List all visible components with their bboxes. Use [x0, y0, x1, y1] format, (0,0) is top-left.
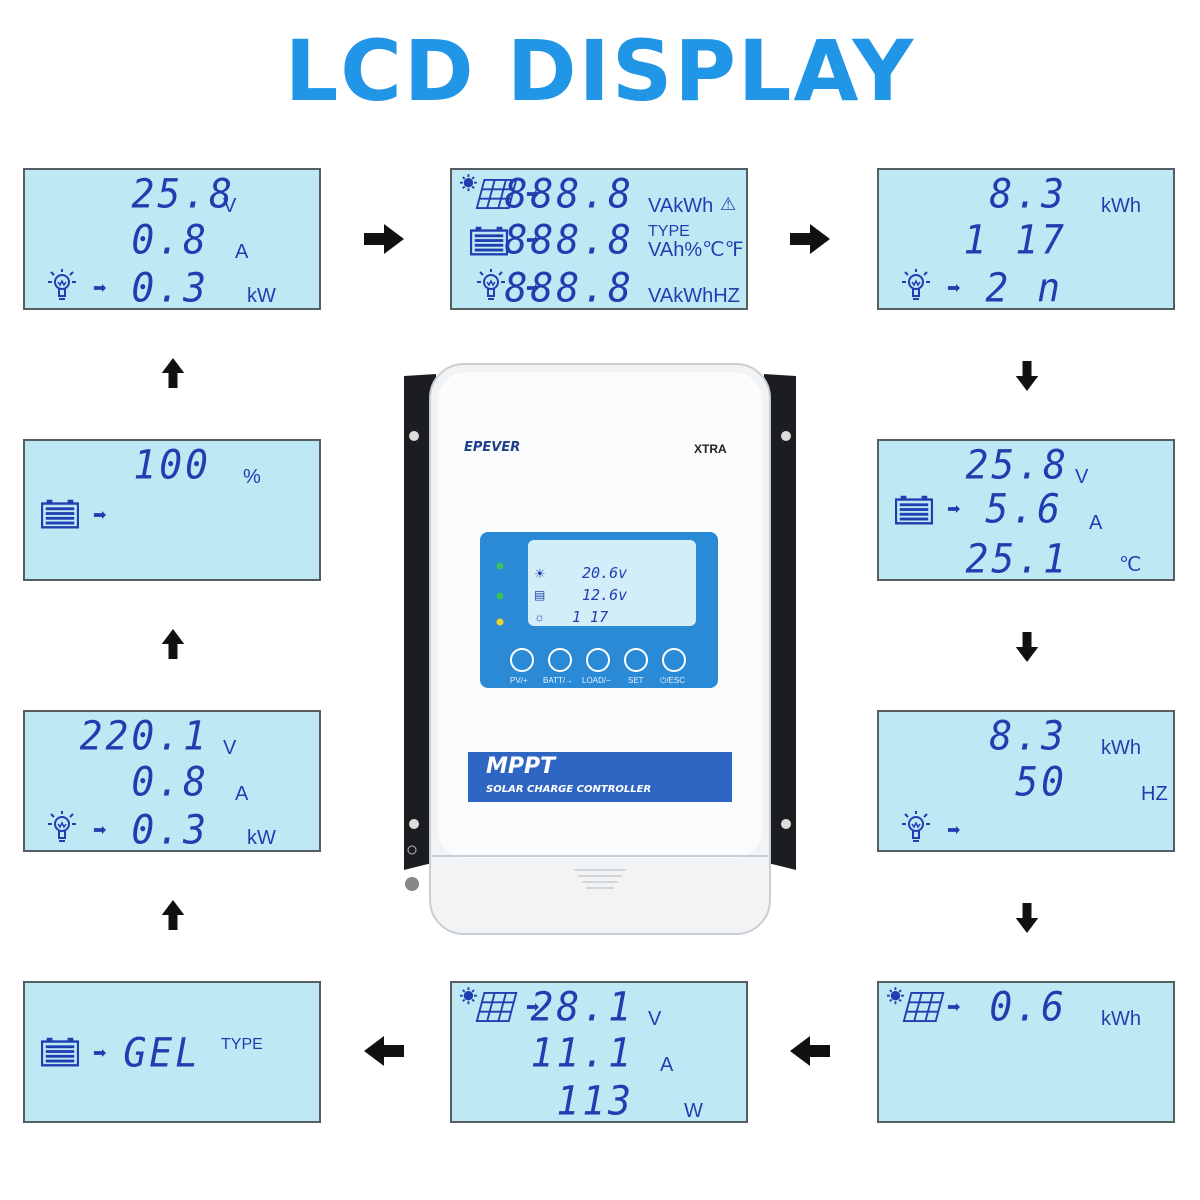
set-button[interactable]: SET — [628, 676, 644, 685]
warning-icon: ⚠ — [720, 194, 737, 214]
flow-arrow-down-icon — [1007, 361, 1047, 391]
flow-arrow-right-icon — [364, 224, 404, 254]
right-arrow-icon: ➡ — [526, 280, 540, 297]
mini-lcd-line-3: 1 17 — [572, 608, 609, 626]
flow-arrow-up-icon — [153, 358, 193, 388]
lcd-panel-all-segments: ➡ 888.8 VAkWh ⚠ ➡ 888.8 TYPE VAh%℃℉ ➡ 88… — [450, 168, 748, 311]
flow-arrow-left-icon — [364, 1036, 404, 1066]
bulb-icon — [45, 268, 79, 302]
battery-icon — [895, 495, 933, 525]
bulb-icon — [899, 268, 933, 302]
mini-lcd-line-1: 20.6v — [582, 564, 628, 582]
flow-arrow-down-icon — [1007, 632, 1047, 662]
flow-arrow-up-icon — [153, 900, 193, 930]
pv-plus-button[interactable]: PV/+ — [510, 676, 528, 685]
right-arrow-icon: ➡ — [93, 280, 107, 297]
right-arrow-icon: ➡ — [93, 1045, 107, 1062]
flow-arrow-down-icon — [1007, 903, 1047, 933]
solar-charge-controller-label: SOLAR CHARGE CONTROLLER — [486, 784, 652, 795]
flow-arrow-right-icon — [790, 224, 830, 254]
load-minus-button[interactable]: LOAD/− — [582, 676, 611, 685]
power-esc-button[interactable]: ⏻/ESC — [660, 676, 685, 685]
lcd-panel-battery-type: ➡ GEL TYPE — [23, 981, 321, 1123]
right-arrow-icon: ➡ — [526, 999, 540, 1016]
bulb-icon — [474, 268, 508, 302]
right-arrow-icon: ➡ — [947, 501, 961, 518]
battery-icon — [470, 226, 508, 256]
right-arrow-icon: ➡ — [93, 507, 107, 524]
right-arrow-icon: ➡ — [947, 999, 961, 1016]
device-housing — [404, 363, 796, 935]
batt-right-button[interactable]: BATT/→ — [543, 676, 574, 685]
model-label: XTRA — [694, 442, 727, 456]
battery-icon — [41, 499, 79, 529]
brand-logo: EPEVER — [464, 440, 521, 455]
lcd-panel-battery-soc: 100% ➡ — [23, 439, 321, 581]
charge-controller-device: EPEVER XTRA ☀ 20.6v ▤ 12.6v ☼ 1 17 PV/+ … — [402, 362, 798, 938]
battery-icon: ▤ — [534, 588, 546, 602]
right-arrow-icon: ➡ — [947, 822, 961, 839]
mini-lcd-line-2: 12.6v — [582, 586, 628, 604]
bulb-icon: ☼ — [534, 610, 545, 624]
mppt-label: MPPT — [486, 754, 556, 779]
bulb-icon — [45, 810, 79, 844]
battery-icon — [41, 1037, 79, 1067]
solar-panel-icon — [887, 987, 947, 1025]
right-arrow-icon: ➡ — [93, 822, 107, 839]
right-arrow-icon: ➡ — [526, 186, 540, 203]
flow-arrow-up-icon — [153, 629, 193, 659]
right-arrow-icon: ➡ — [947, 280, 961, 297]
page-title: LCD DISPLAY — [284, 22, 916, 120]
flow-arrow-left-icon — [790, 1036, 830, 1066]
solar-panel-icon — [460, 987, 520, 1025]
solar-panel-icon: ☀ — [534, 566, 546, 581]
bulb-icon — [899, 810, 933, 844]
right-arrow-icon: ➡ — [526, 232, 540, 249]
